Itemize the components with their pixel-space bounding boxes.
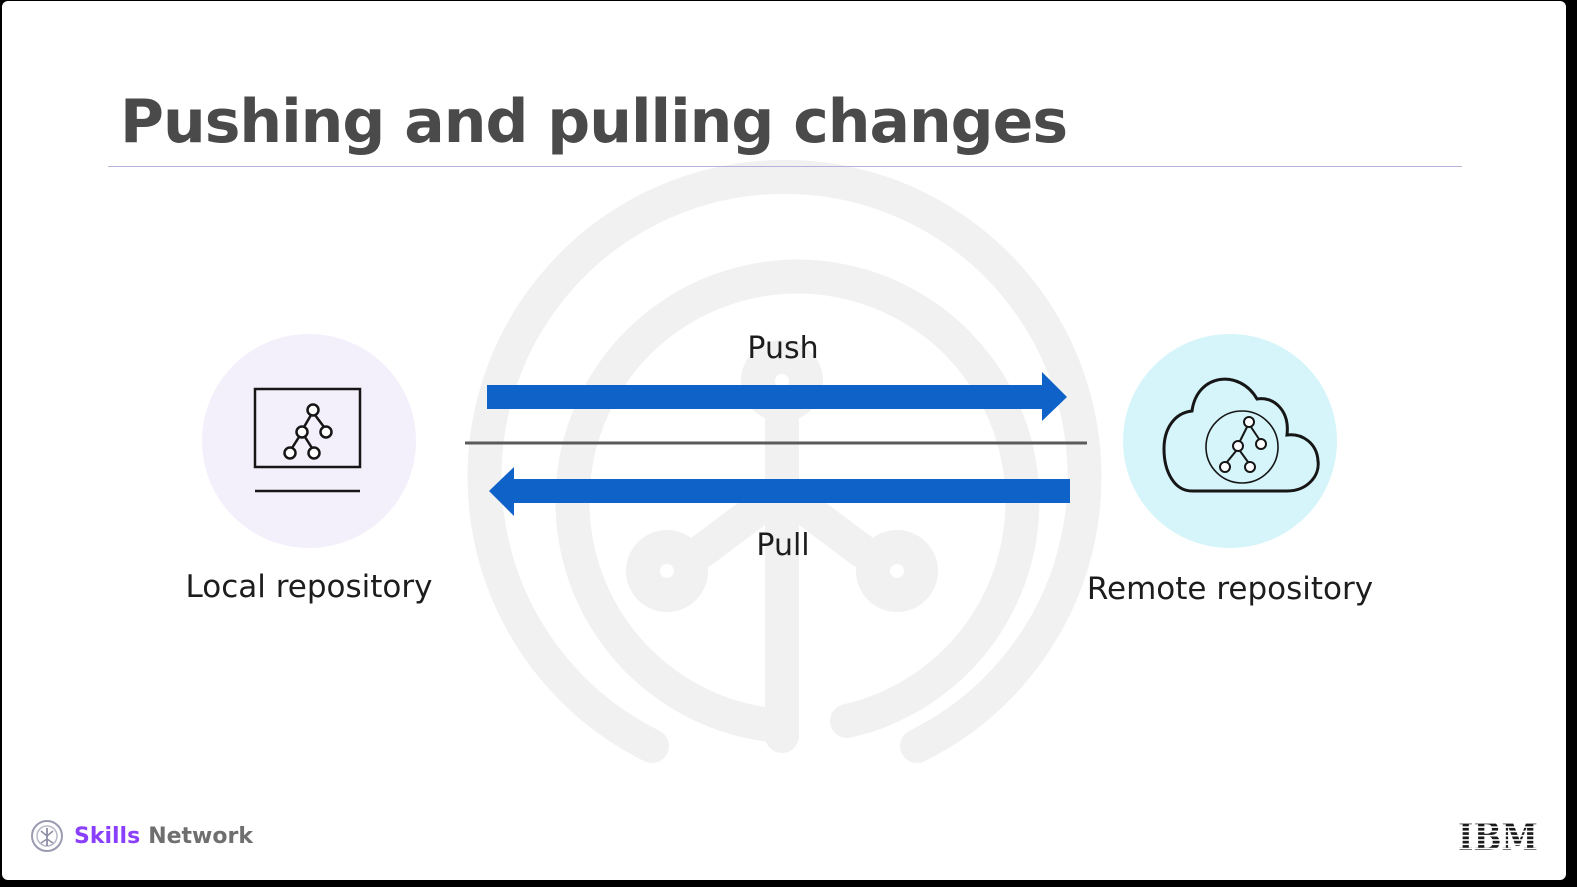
push-label: Push (747, 331, 819, 366)
brand-network-text: Network (148, 823, 253, 849)
laptop-branch-icon (253, 387, 362, 493)
brand-skills-text: Skills (74, 823, 141, 849)
push-arrow (487, 372, 1067, 421)
title-underline (108, 166, 1462, 167)
remote-repo-circle (1123, 334, 1337, 548)
pull-label: Pull (756, 528, 810, 563)
pull-arrow (489, 467, 1070, 516)
skills-network-brand: Skills Network (30, 816, 253, 856)
ibm-logo: IBM (1458, 819, 1538, 853)
watermark-icon (467, 159, 1102, 763)
page-title: Pushing and pulling changes (120, 87, 1068, 157)
svg-text:IBM: IBM (1458, 819, 1538, 853)
local-repository-label: Local repository (185, 569, 433, 605)
cloud-branch-icon (1162, 377, 1320, 493)
skills-network-logo-icon (31, 820, 63, 852)
remote-repository-label: Remote repository (1086, 571, 1374, 607)
